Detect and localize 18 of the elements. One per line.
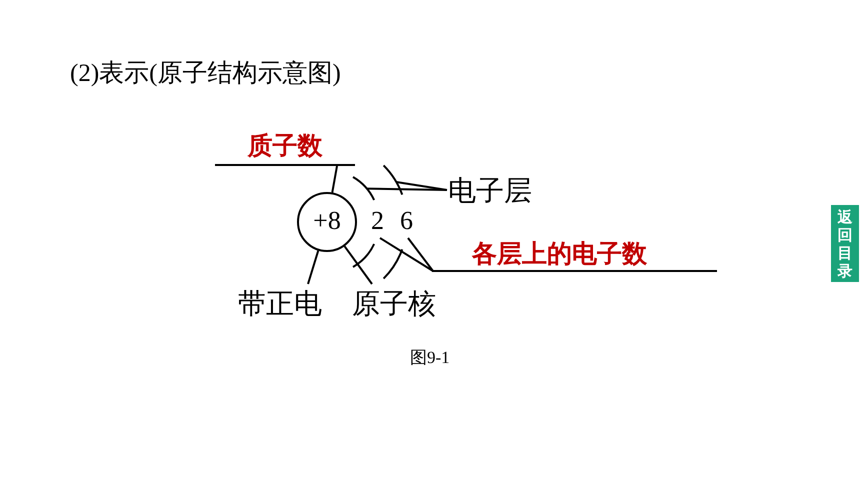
leader-line xyxy=(379,237,434,272)
electron-count: 2 xyxy=(371,206,384,236)
answer-line: 各层上的电子数 xyxy=(432,236,717,272)
figure-caption: 图9-1 xyxy=(410,347,450,369)
leader-line xyxy=(407,237,434,272)
callout-label: 带正电 xyxy=(238,285,322,323)
leader-line xyxy=(331,166,338,193)
leader-line xyxy=(366,188,448,191)
callout-label: 原子核 xyxy=(352,285,436,323)
leader-line xyxy=(344,246,373,285)
leader-line xyxy=(307,250,320,284)
answer-line: 质子数 xyxy=(215,128,355,166)
heading-text: (2)表示(原子结构示意图) xyxy=(70,59,341,89)
electron-count: 6 xyxy=(400,206,413,236)
callout-label: 电子层 xyxy=(448,172,532,210)
back-to-contents-button: 返回目录 xyxy=(831,205,859,282)
leader-line xyxy=(396,181,448,191)
nucleus-circle: +8 xyxy=(297,192,357,252)
